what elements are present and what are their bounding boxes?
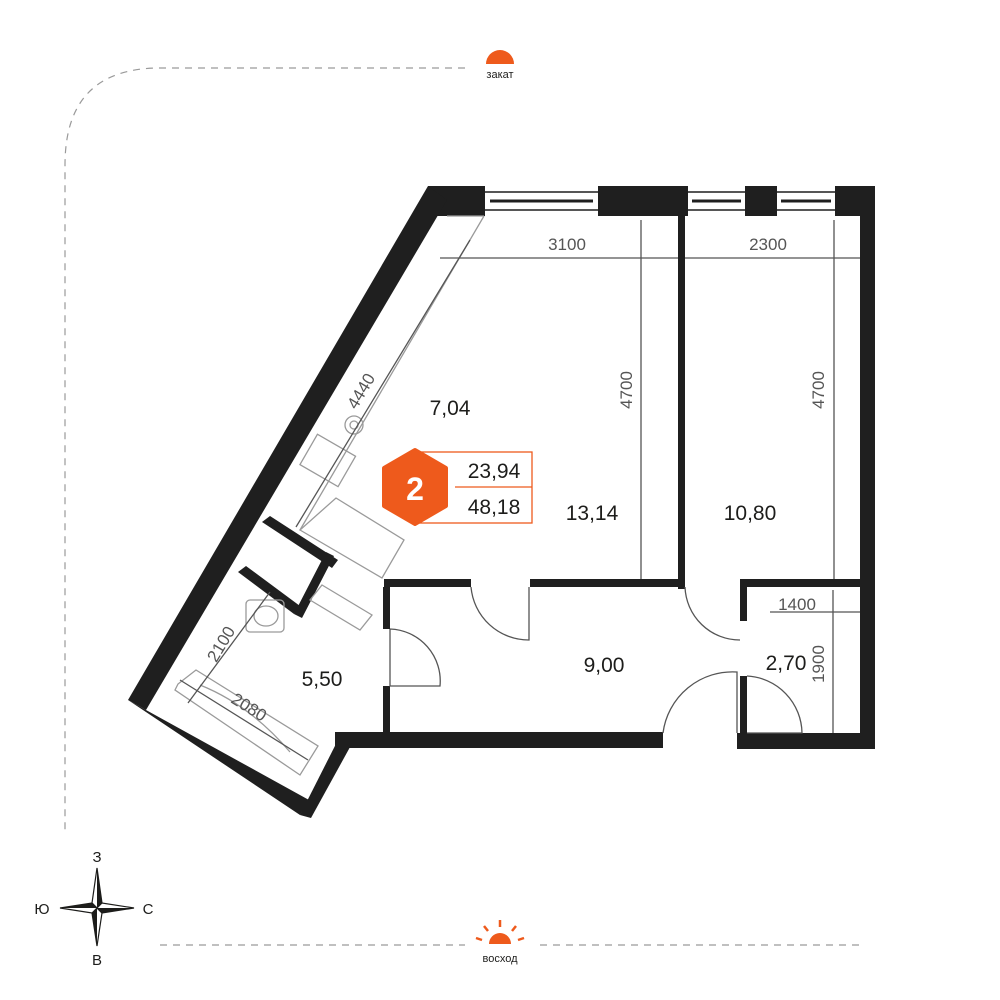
room-area-bedroom: 10,80 bbox=[724, 502, 777, 525]
apartment-badge: 2 23,94 48,18 bbox=[382, 448, 533, 526]
compass-south-label: В bbox=[92, 952, 102, 969]
dim-kitchen-length: 4440 bbox=[343, 370, 379, 412]
dim-closet-depth: 1900 bbox=[809, 645, 828, 683]
room-area-hall: 9,00 bbox=[584, 654, 625, 677]
dim-living-width: 3100 bbox=[548, 235, 586, 254]
sunrise-icon bbox=[475, 920, 525, 944]
dim-closet-width: 1400 bbox=[778, 595, 816, 614]
compass-north-label: З bbox=[92, 849, 101, 866]
windows bbox=[485, 191, 835, 211]
room-area-bathroom: 5,50 bbox=[302, 668, 343, 691]
sunrise-label: восход bbox=[482, 953, 518, 965]
compass-rose-icon bbox=[59, 867, 135, 947]
dim-living-depth: 4700 bbox=[617, 371, 636, 409]
total-area: 48,18 bbox=[468, 496, 521, 519]
rooms-count-hexagon-icon bbox=[382, 448, 448, 526]
room-area-closet: 2,70 bbox=[766, 652, 807, 675]
doors bbox=[389, 586, 803, 734]
room-area-kitchen: 7,04 bbox=[430, 397, 471, 420]
sunset-label: закат bbox=[486, 69, 513, 81]
walls bbox=[128, 186, 875, 818]
compass-west-label: Ю bbox=[34, 901, 49, 918]
living-area: 23,94 bbox=[468, 460, 521, 483]
room-area-living: 13,14 bbox=[566, 502, 619, 525]
dim-bath-length: 2080 bbox=[228, 689, 270, 725]
dim-bath-width: 2100 bbox=[203, 623, 239, 665]
rooms-count: 2 bbox=[406, 471, 424, 507]
sunset-icon bbox=[486, 50, 514, 64]
dim-bedroom-width: 2300 bbox=[749, 235, 787, 254]
site-outline bbox=[64, 67, 465, 830]
dimension-lines bbox=[179, 220, 860, 761]
dim-bedroom-depth: 4700 bbox=[809, 371, 828, 409]
bathroom-fixtures bbox=[174, 584, 373, 776]
compass-east-label: С bbox=[143, 901, 154, 918]
